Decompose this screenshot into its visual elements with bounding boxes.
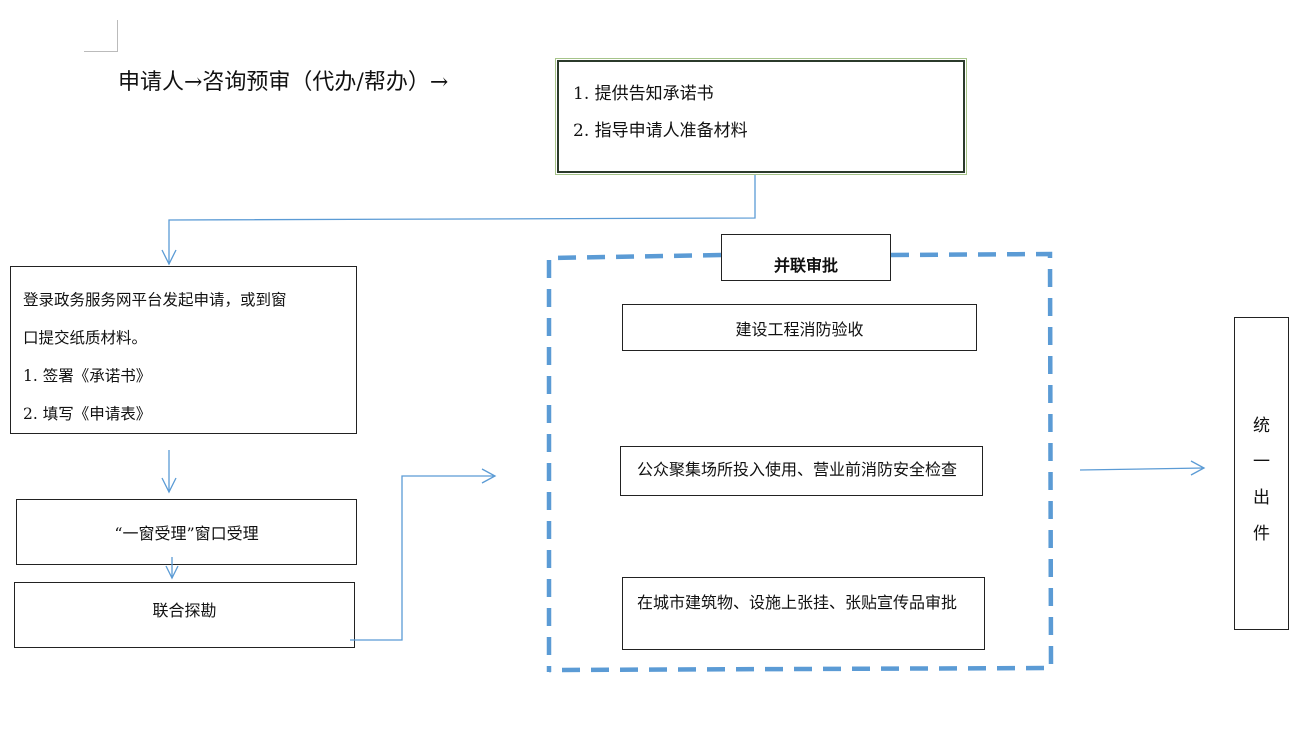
parallel-approval-title-text: 并联审批 (773, 255, 838, 275)
window-acceptance-label: “一窗受理”窗口受理 (114, 524, 259, 543)
joint-survey-box: 联合探勘 (14, 582, 355, 648)
output-char: 出 (1253, 488, 1270, 508)
approval-item-text: 公众聚集场所投入使用、营业前消防安全检查 (637, 460, 958, 479)
arrowhead (165, 565, 179, 580)
approval-item-box: 公众聚集场所投入使用、营业前消防安全检查 (620, 446, 983, 496)
apply-line: 登录政务服务网平台发起申请，或到窗 (23, 291, 287, 309)
approval-item-box: 在城市建筑物、设施上张挂、张贴宣传品审批 (622, 577, 985, 650)
arrowhead (161, 249, 177, 266)
page-corner-mark (84, 20, 118, 52)
joint-survey-label: 联合探勘 (152, 601, 217, 620)
output-char: 统 (1253, 416, 1270, 436)
apply-item: 1. 签署《承诺书》 (23, 367, 152, 385)
output-char: 件 (1253, 524, 1270, 544)
consult-box: 1. 提供告知承诺书 2. 指导申请人准备材料 (555, 58, 967, 175)
consult-to-apply-connector (168, 175, 756, 264)
arrowhead (1190, 460, 1206, 476)
arrowhead (481, 468, 497, 484)
flow-header: 申请人→咨询预审（代办/帮办）→ (118, 70, 449, 95)
unified-output-box: 统 一 出 件 (1234, 317, 1289, 630)
consult-item: 1. 提供告知承诺书 (573, 84, 714, 104)
apply-box: 登录政务服务网平台发起申请，或到窗 口提交纸质材料。 1. 签署《承诺书》 2.… (10, 266, 357, 434)
output-char: 一 (1253, 452, 1270, 472)
approval-item-box: 建设工程消防验收 (622, 304, 977, 351)
approval-item-text: 建设工程消防验收 (735, 319, 864, 339)
consult-item: 2. 指导申请人准备材料 (573, 121, 748, 141)
approval-item-text: 在城市建筑物、设施上张挂、张贴宣传品审批 (637, 593, 958, 612)
window-acceptance-box: “一窗受理”窗口受理 (16, 499, 357, 565)
arrowhead (161, 477, 177, 494)
survey-to-parallel-connector (350, 475, 495, 641)
apply-line: 口提交纸质材料。 (23, 329, 148, 347)
apply-item: 2. 填写《申请表》 (23, 405, 152, 423)
parallel-approval-title: 并联审批 (721, 234, 891, 281)
parallel-to-output-arrow (1079, 467, 1205, 471)
